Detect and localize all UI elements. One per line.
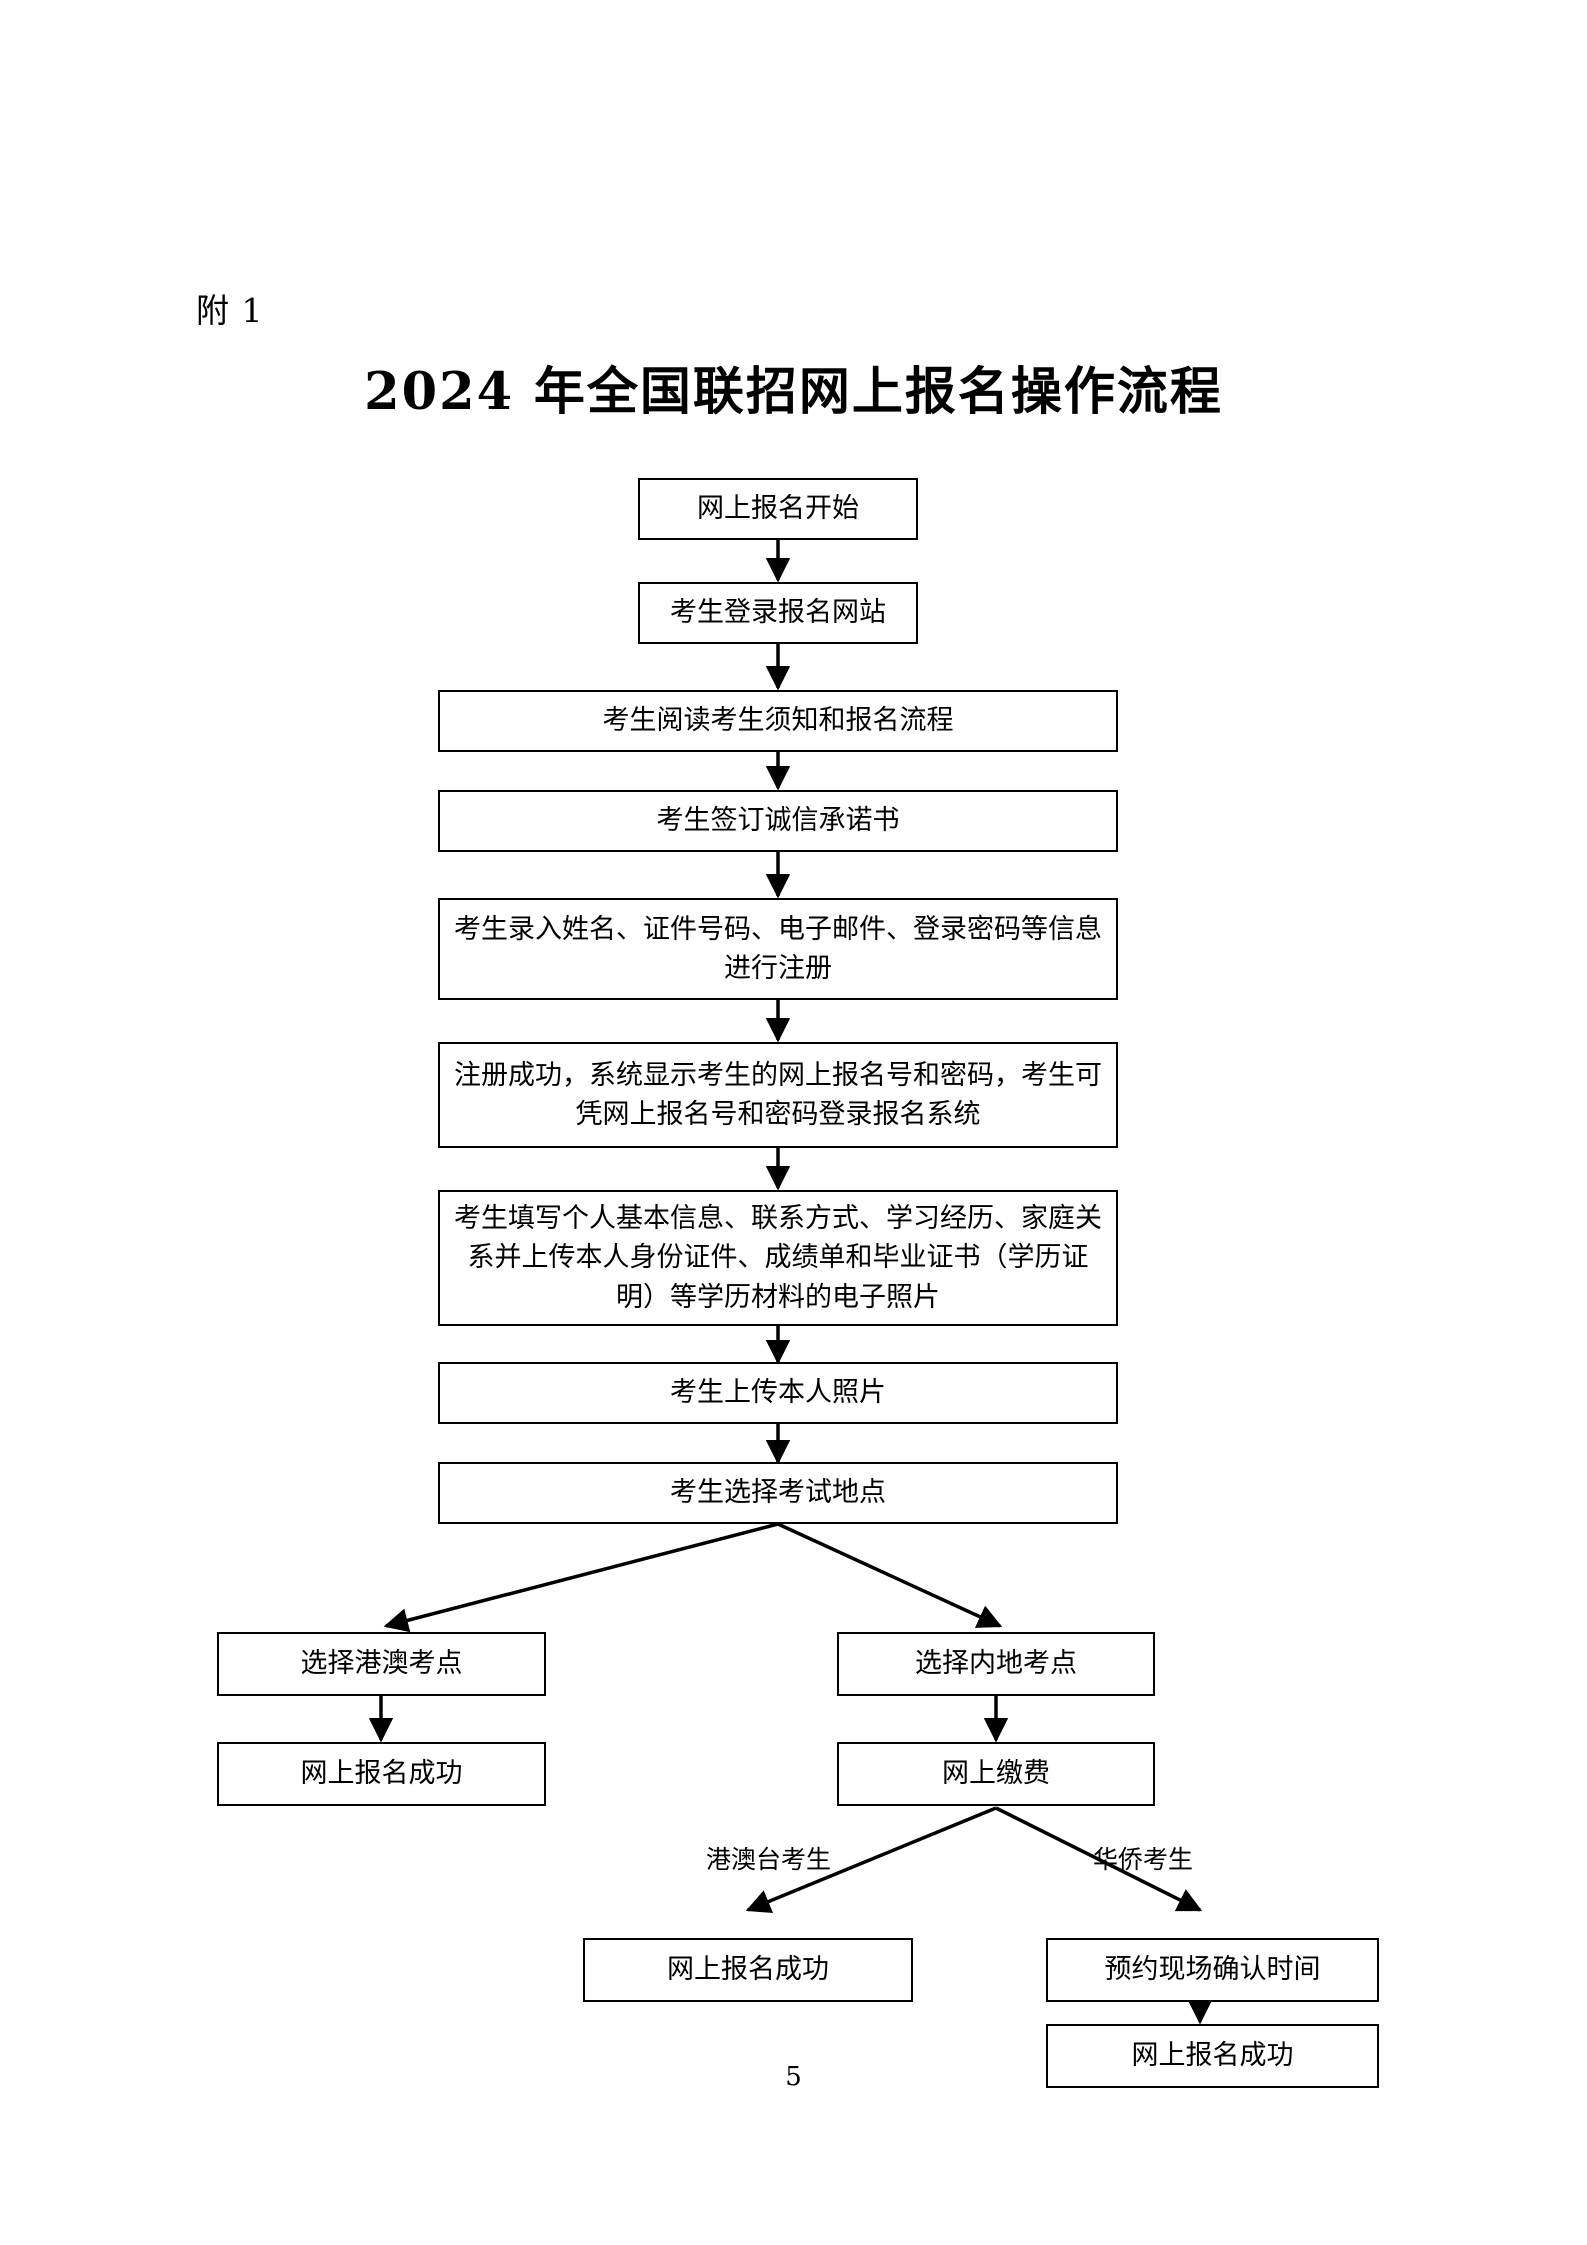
flow-node-select-exam-site[interactable]: 考生选择考试地点	[438, 1462, 1118, 1524]
attachment-label: 附 1	[196, 291, 264, 330]
flow-node-label: 网上报名成功	[667, 1954, 829, 1986]
flow-node-label: 选择内地考点	[915, 1648, 1077, 1680]
flow-node-label: 网上报名成功	[300, 1758, 463, 1790]
flow-node-label: 网上报名开始	[697, 493, 859, 525]
edge-label-hkmt-candidates: 港澳台考生	[706, 1845, 832, 1874]
flow-node-register[interactable]: 考生录入姓名、证件号码、电子邮件、登录密码等信息进行注册	[438, 898, 1118, 1000]
flow-node-label: 考生选择考试地点	[670, 1477, 886, 1509]
flow-node-label: 考生填写个人基本信息、联系方式、学习经历、家庭关系并上传本人身份证件、成绩单和毕…	[454, 1203, 1102, 1313]
flow-node-label: 考生签订诚信承诺书	[656, 805, 900, 837]
page-number: 5	[785, 2062, 802, 2092]
flow-node-label: 考生录入姓名、证件号码、电子邮件、登录密码等信息进行注册	[454, 913, 1102, 984]
page-title: 2024 年全国联招网上报名操作流程	[364, 362, 1223, 422]
flow-node-select-inland-site[interactable]: 选择内地考点	[837, 1632, 1155, 1696]
flow-node-login[interactable]: 考生登录报名网站	[638, 582, 918, 644]
flow-node-online-payment[interactable]: 网上缴费	[837, 1742, 1155, 1806]
flow-node-success-final[interactable]: 网上报名成功	[1046, 2024, 1379, 2088]
flow-node-book-confirmation[interactable]: 预约现场确认时间	[1046, 1938, 1379, 2002]
flow-node-read-instructions[interactable]: 考生阅读考生须知和报名流程	[438, 690, 1118, 752]
flow-node-fill-information[interactable]: 考生填写个人基本信息、联系方式、学习经历、家庭关系并上传本人身份证件、成绩单和毕…	[438, 1190, 1118, 1326]
flow-node-label: 注册成功，系统显示考生的网上报名号和密码，考生可凭网上报名号和密码登录报名系统	[454, 1059, 1102, 1130]
flow-node-label: 选择港澳考点	[300, 1648, 463, 1680]
flow-node-upload-photo[interactable]: 考生上传本人照片	[438, 1362, 1118, 1424]
flow-node-success-hkmt[interactable]: 网上报名成功	[583, 1938, 913, 2002]
edge-label-overseas-candidates: 华侨考生	[1093, 1845, 1194, 1874]
flow-node-sign-pledge[interactable]: 考生签订诚信承诺书	[438, 790, 1118, 852]
flow-node-label: 网上报名成功	[1131, 2040, 1294, 2072]
flow-node-label: 考生阅读考生须知和报名流程	[602, 705, 954, 737]
flow-node-success-hkmo[interactable]: 网上报名成功	[217, 1742, 546, 1806]
flow-node-label: 考生上传本人照片	[670, 1377, 886, 1409]
flow-node-label: 考生登录报名网站	[670, 597, 886, 629]
flow-node-label: 网上缴费	[942, 1758, 1050, 1790]
flow-node-register-success[interactable]: 注册成功，系统显示考生的网上报名号和密码，考生可凭网上报名号和密码登录报名系统	[438, 1042, 1118, 1148]
flow-node-label: 预约现场确认时间	[1104, 1954, 1321, 1986]
flow-node-start[interactable]: 网上报名开始	[638, 478, 918, 540]
flow-node-select-hkmo-site[interactable]: 选择港澳考点	[217, 1632, 546, 1696]
